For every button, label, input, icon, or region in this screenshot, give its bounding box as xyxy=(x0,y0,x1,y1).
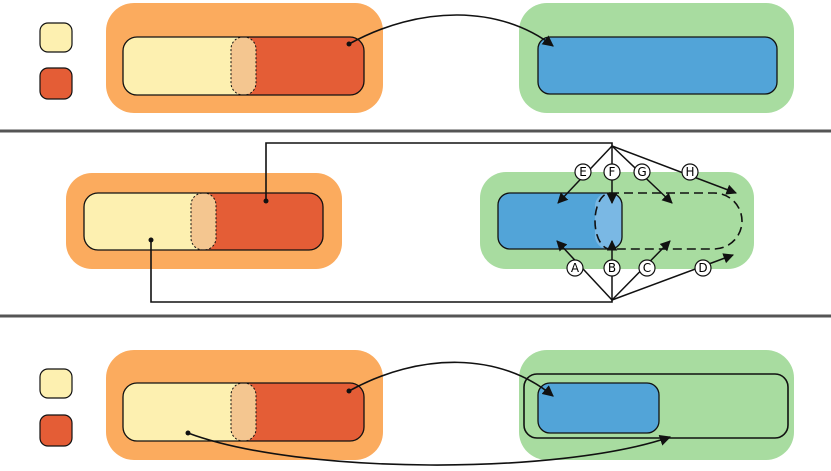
label-b-text: B xyxy=(608,261,616,275)
label-h: H xyxy=(681,163,699,181)
legend-swatch-red xyxy=(39,67,73,100)
target-outline xyxy=(523,373,789,439)
label-g: G xyxy=(633,163,651,181)
move-arrow-red xyxy=(348,361,554,397)
source-bar-outline xyxy=(83,192,324,251)
overlap-region xyxy=(190,192,217,251)
legend-swatch-cream xyxy=(39,368,73,399)
overlap-region xyxy=(230,36,257,96)
label-c: C xyxy=(638,259,656,277)
move-arrow-cream xyxy=(187,432,672,466)
label-c-text: C xyxy=(643,261,651,275)
panel-1 xyxy=(39,3,794,113)
connector-top xyxy=(265,142,613,201)
label-e: E xyxy=(574,163,592,181)
source-bar-red xyxy=(230,37,364,95)
arrow-d xyxy=(611,253,734,301)
arrow-h xyxy=(611,145,737,195)
label-a: A xyxy=(566,259,584,277)
move-arrow xyxy=(348,14,554,47)
dashed-extension xyxy=(594,192,743,250)
overlap-region xyxy=(230,382,257,442)
label-a-text: A xyxy=(571,261,580,275)
source-bar-cream xyxy=(123,383,243,441)
label-f: F xyxy=(603,163,621,181)
label-e-text: E xyxy=(579,165,587,179)
panel-3 xyxy=(39,350,794,466)
label-f-text: F xyxy=(609,165,616,179)
source-bar-red xyxy=(230,383,364,441)
blue-overlap xyxy=(595,193,622,249)
target-bar-blue xyxy=(498,193,618,249)
panel-2: E F G H A B C D xyxy=(66,142,754,303)
label-b: B xyxy=(603,259,621,277)
target-bar-blue xyxy=(537,36,778,95)
source-bar-cream xyxy=(84,193,204,250)
source-bar-outline xyxy=(122,36,365,96)
legend-swatch-red xyxy=(39,414,73,447)
label-h-text: H xyxy=(685,165,694,179)
label-g-text: G xyxy=(637,165,646,179)
connector-bottom xyxy=(150,240,613,303)
label-d-text: D xyxy=(698,261,707,275)
source-bar-outline xyxy=(122,382,365,442)
target-bar-blue xyxy=(537,382,660,434)
source-bar-red xyxy=(190,193,323,250)
arrow-a xyxy=(556,240,613,301)
source-bar-cream xyxy=(123,37,243,95)
label-d: D xyxy=(694,259,712,277)
legend-swatch-cream xyxy=(39,22,73,53)
